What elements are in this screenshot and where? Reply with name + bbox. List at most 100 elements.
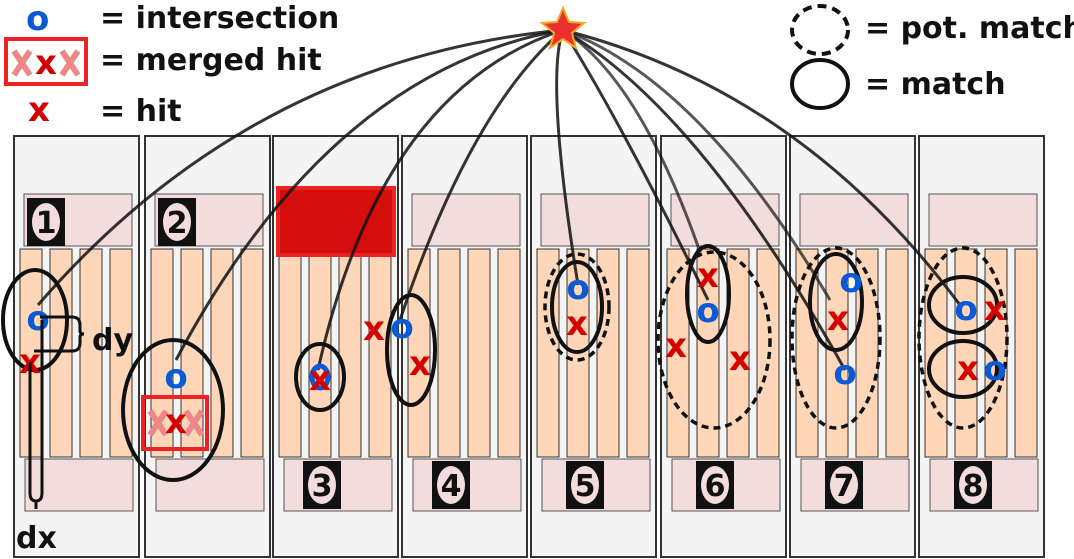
legend-intersection-symbol: o (26, 0, 49, 39)
badge-inner (308, 466, 336, 504)
match-ellipse (808, 252, 864, 352)
intersection-marker: o (26, 299, 49, 339)
strip (240, 248, 264, 458)
legend: o = intersection x = merged hit x = hit … (4, 0, 1074, 130)
connection-line (562, 28, 832, 301)
strip (150, 248, 174, 458)
connection-lines (36, 28, 962, 371)
hit-marker: x (309, 359, 331, 399)
lower-pad (155, 458, 265, 512)
legend-match-label: = match (865, 67, 1006, 102)
badge-inner (830, 466, 858, 504)
merged-hit-box (141, 395, 209, 451)
strip (626, 248, 650, 458)
intersection-marker: o (390, 307, 413, 347)
intersection-marker: o (164, 357, 187, 397)
panel-number: 5 (575, 469, 596, 504)
dy-bracket (34, 315, 85, 353)
strip (666, 248, 690, 458)
dx-label: dx (16, 521, 57, 556)
strip (467, 248, 491, 458)
strip (437, 248, 461, 458)
upper-pad (411, 193, 521, 247)
strip (109, 248, 133, 458)
match-ellipse (294, 342, 346, 412)
connection-line (36, 28, 564, 306)
connection-line (562, 28, 847, 371)
panel-number: 3 (312, 469, 333, 504)
strip (497, 248, 521, 458)
legend-match-icon (790, 58, 850, 110)
legend-intersection-label: = intersection (100, 1, 339, 36)
intersection-marker: o (566, 268, 589, 308)
panels: 1 2 3 4 5 6 7 8 (13, 135, 1045, 558)
legend-hit-symbol: x (28, 90, 50, 130)
hit-region-block (276, 186, 396, 257)
panel-number: 4 (441, 469, 462, 504)
strip (885, 248, 909, 458)
intersection-marker: o (839, 261, 862, 301)
hit-marker: x (729, 339, 751, 379)
dx-bracket (28, 320, 44, 509)
connection-line (562, 28, 702, 253)
intersection-marker: o (696, 291, 719, 331)
connection-line (174, 28, 564, 361)
connection-line (316, 28, 564, 371)
panel-number: 1 (36, 206, 57, 241)
hit-marker: x (697, 256, 719, 296)
panel-2: 2 (144, 135, 271, 558)
strip (726, 248, 750, 458)
hit-marker: x (409, 344, 431, 384)
legend-merged-hit-box (4, 37, 88, 86)
panel-6: 6 (660, 135, 787, 558)
intersection-marker: o (954, 289, 977, 329)
connection-line (562, 28, 962, 306)
legend-hit-label: = hit (100, 94, 182, 129)
legend-merged-hit-ghost-left (11, 49, 33, 77)
strip (210, 248, 234, 458)
intersection-marker (309, 363, 331, 391)
match-ellipse (385, 293, 437, 407)
legend-merged-hit-ghost-right (59, 49, 81, 77)
connection-line (561, 29, 710, 301)
match-ellipse (550, 260, 604, 354)
hit-marker: x (827, 299, 849, 339)
legend-pot-match-icon (790, 4, 850, 56)
intersection-marker: o (983, 349, 1006, 389)
panel-number: 6 (705, 469, 726, 504)
legend-merged-hit-x: x (35, 43, 57, 83)
panel-number: 8 (963, 469, 984, 504)
panel-7: 7 (789, 135, 916, 558)
dy-label: dy (92, 323, 133, 358)
badge-inner (571, 466, 599, 504)
legend-merged-hit-label: = merged hit (100, 43, 322, 78)
strip (795, 248, 819, 458)
strip (696, 248, 720, 458)
intersection-marker: o (833, 353, 856, 393)
panel-number: 2 (167, 206, 188, 241)
panel-number: 7 (834, 469, 855, 504)
merged-hit-ghost (147, 409, 169, 437)
strip (1014, 248, 1038, 458)
match-ellipse (927, 339, 999, 399)
potential-match-ellipse (790, 246, 882, 430)
strip (308, 248, 332, 458)
connection-line (398, 28, 564, 321)
upper-pad (799, 193, 909, 247)
match-ellipse (927, 275, 999, 335)
potential-match-ellipse (656, 250, 772, 430)
star-icon (539, 5, 587, 51)
match-ellipse (121, 338, 225, 482)
badge-inner (959, 466, 987, 504)
badge-inner (163, 203, 191, 241)
legend-pot-match-label: = pot. match (865, 11, 1074, 46)
upper-pad (928, 193, 1038, 247)
badge-inner (701, 466, 729, 504)
potential-match-ellipse (543, 252, 611, 362)
badge-inner (437, 466, 465, 504)
upper-pad (540, 193, 650, 247)
hit-marker: x (165, 402, 187, 442)
match-ellipse (1, 268, 69, 372)
